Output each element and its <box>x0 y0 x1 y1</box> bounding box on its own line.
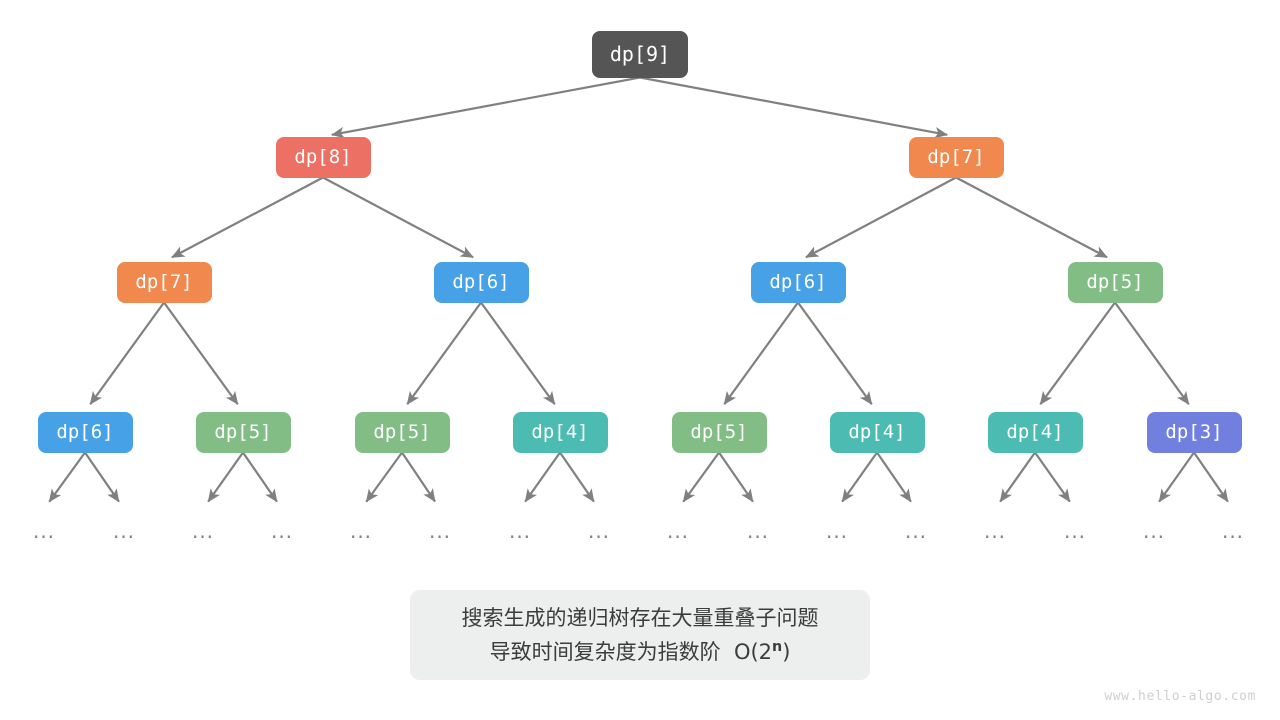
tree-node-dp8: dp[8] <box>275 136 371 178</box>
caption-line-2: 导致时间复杂度为指数阶 O(2n) <box>490 635 791 669</box>
tree-edge-leaf <box>718 451 754 503</box>
edge-group <box>89 76 1190 405</box>
tree-leaf-ellipsis: ··· <box>825 525 849 549</box>
tree-edge-leaf <box>682 451 720 503</box>
tree-edge-leaf <box>999 451 1036 503</box>
tree-edge-leaf <box>1158 451 1195 503</box>
tree-edge-leaf <box>876 451 912 503</box>
tree-node-dp9: dp[9] <box>592 30 688 78</box>
tree-node-label: dp[5] <box>1086 270 1144 293</box>
tree-edge <box>171 176 324 259</box>
tree-leaf-ellipsis: ··· <box>983 525 1007 549</box>
tree-node-label: dp[4] <box>848 420 906 443</box>
tree-edge <box>480 301 556 405</box>
tree-node-dp5: dp[5] <box>354 411 450 453</box>
tree-node-label: dp[4] <box>1006 420 1064 443</box>
caption-exponent: n <box>772 639 783 655</box>
tree-leaf-ellipsis: ··· <box>1063 525 1087 549</box>
tree-node-label: dp[6] <box>56 420 114 443</box>
tree-edge-leaf <box>1034 451 1071 503</box>
tree-edge <box>406 301 482 405</box>
tree-node-label: dp[6] <box>452 270 510 293</box>
tree-edge <box>639 76 949 139</box>
tree-node-label: dp[5] <box>214 420 272 443</box>
tree-node-dp3: dp[3] <box>1146 411 1242 453</box>
tree-node-dp6: dp[6] <box>37 411 133 453</box>
tree-leaf-ellipsis: ··· <box>1142 525 1166 549</box>
tree-leaf-ellipsis: ··· <box>270 525 294 549</box>
tree-edge <box>1039 301 1116 405</box>
tree-edge-leaf <box>559 451 595 503</box>
tree-node-dp6: dp[6] <box>750 261 846 303</box>
caption-line-2-suffix: ) <box>782 640 791 664</box>
tree-node-dp7: dp[7] <box>116 261 212 303</box>
tree-node-dp4: dp[4] <box>512 411 608 453</box>
tree-edge-leaf <box>1193 451 1229 503</box>
leaf-edge-group <box>48 451 1229 503</box>
tree-edge-leaf <box>48 451 86 503</box>
caption-box: 搜索生成的递归树存在大量重叠子问题 导致时间复杂度为指数阶 O(2n) <box>410 590 870 680</box>
tree-edge <box>1114 301 1190 405</box>
tree-leaf-ellipsis: ··· <box>904 525 928 549</box>
tree-edge <box>322 176 474 259</box>
tree-node-dp5: dp[5] <box>195 411 291 453</box>
tree-edge <box>797 301 873 405</box>
tree-edge-leaf <box>242 451 278 503</box>
tree-leaf-ellipsis: ··· <box>191 525 215 549</box>
tree-node-label: dp[6] <box>769 270 827 293</box>
tree-node-dp4: dp[4] <box>987 411 1083 453</box>
tree-node-label: dp[7] <box>927 145 985 168</box>
tree-node-dp6: dp[6] <box>433 261 529 303</box>
tree-node-label: dp[4] <box>531 420 589 443</box>
tree-node-label: dp[5] <box>373 420 431 443</box>
tree-node-dp4: dp[4] <box>829 411 925 453</box>
watermark: www.hello-algo.com <box>1104 689 1256 704</box>
tree-node-label: dp[8] <box>294 145 352 168</box>
tree-edge-leaf <box>401 451 436 503</box>
tree-edge <box>723 301 799 405</box>
tree-leaf-ellipsis: ··· <box>32 525 56 549</box>
tree-edge-leaf <box>84 451 120 503</box>
tree-edge-leaf <box>841 451 878 503</box>
tree-leaf-ellipsis: ··· <box>349 525 373 549</box>
tree-node-label: dp[3] <box>1165 420 1223 443</box>
tree-node-label: dp[7] <box>135 270 193 293</box>
tree-edge-leaf <box>207 451 244 503</box>
tree-node-dp5: dp[5] <box>671 411 767 453</box>
tree-edge-leaf <box>365 451 403 503</box>
tree-edge <box>955 176 1108 259</box>
tree-leaf-ellipsis: ··· <box>508 525 532 549</box>
tree-edge <box>163 301 239 405</box>
tree-edge <box>805 176 957 259</box>
tree-edge <box>330 76 641 139</box>
tree-leaf-ellipsis: ··· <box>112 525 136 549</box>
tree-leaf-ellipsis: ··· <box>746 525 770 549</box>
tree-leaf-ellipsis: ··· <box>666 525 690 549</box>
tree-node-label: dp[5] <box>690 420 748 443</box>
caption-line-2-prefix: 导致时间复杂度为指数阶 O(2 <box>489 640 773 664</box>
tree-edge-leaf <box>524 451 561 503</box>
tree-leaf-ellipsis: ··· <box>1221 525 1245 549</box>
tree-leaf-ellipsis: ··· <box>587 525 611 549</box>
tree-leaf-ellipsis: ··· <box>428 525 452 549</box>
tree-node-label: dp[9] <box>609 42 671 66</box>
caption-line-1: 搜索生成的递归树存在大量重叠子问题 <box>461 606 819 630</box>
tree-node-dp7: dp[7] <box>908 136 1004 178</box>
tree-edge <box>89 301 165 405</box>
tree-node-dp5: dp[5] <box>1067 261 1163 303</box>
